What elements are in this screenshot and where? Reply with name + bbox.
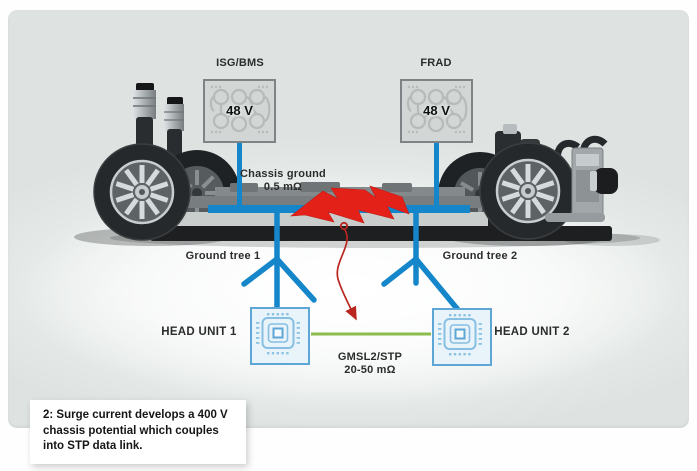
- isg-bms-box: 48 V: [203, 79, 276, 143]
- frad-voltage: 48 V: [423, 102, 450, 118]
- isg-bms-label: ISG/BMS: [216, 57, 264, 69]
- head-unit-1-label: HEAD UNIT 1: [161, 326, 237, 338]
- head-unit-2-box: [432, 308, 492, 366]
- gmsl-link-name: GMSL2/STP: [337, 351, 403, 363]
- head-unit-2-label: HEAD UNIT 2: [494, 326, 570, 338]
- circuit-icon: [209, 85, 271, 134]
- chassis-ground-text: Chassis ground: [240, 168, 326, 180]
- chassis-ground-label: Chassis ground 0.5 mΩ: [230, 168, 336, 193]
- chip-icon: [256, 313, 300, 355]
- gmsl-link-label: GMSL2/STP 20-50 mΩ: [318, 351, 422, 377]
- left-front-wheel: [93, 143, 191, 241]
- chassis-ground-value: 0.5 mΩ: [263, 180, 303, 193]
- ground-tree-2-graphic: [381, 207, 462, 314]
- circuit-icon: [406, 85, 468, 134]
- head-unit-1-box: [250, 307, 310, 365]
- ground-tree-2-label: Ground tree 2: [442, 250, 518, 262]
- frad-box: 48 V: [400, 79, 473, 143]
- frad-label: FRAD: [420, 57, 452, 69]
- caption-number: 2: [43, 409, 50, 421]
- isg-bms-voltage: 48 V: [226, 102, 253, 118]
- chip-icon: [438, 314, 482, 356]
- figure-caption: 2: Surge current develops a 400 V chassi…: [30, 400, 246, 464]
- gmsl-link-resistance: 20-50 mΩ: [344, 364, 396, 376]
- ground-tree-1-graphic: [241, 207, 317, 311]
- right-front-wheel: [479, 142, 577, 240]
- car-illustration: [74, 83, 660, 248]
- rear-drivetrain: [545, 147, 618, 222]
- caption-text: : Surge current develops a 400 V chassis…: [43, 409, 228, 452]
- surge-coupling-arrow: [336, 221, 357, 321]
- surge-lightning-icon: [290, 185, 410, 224]
- ground-tree-1-label: Ground tree 1: [185, 250, 261, 262]
